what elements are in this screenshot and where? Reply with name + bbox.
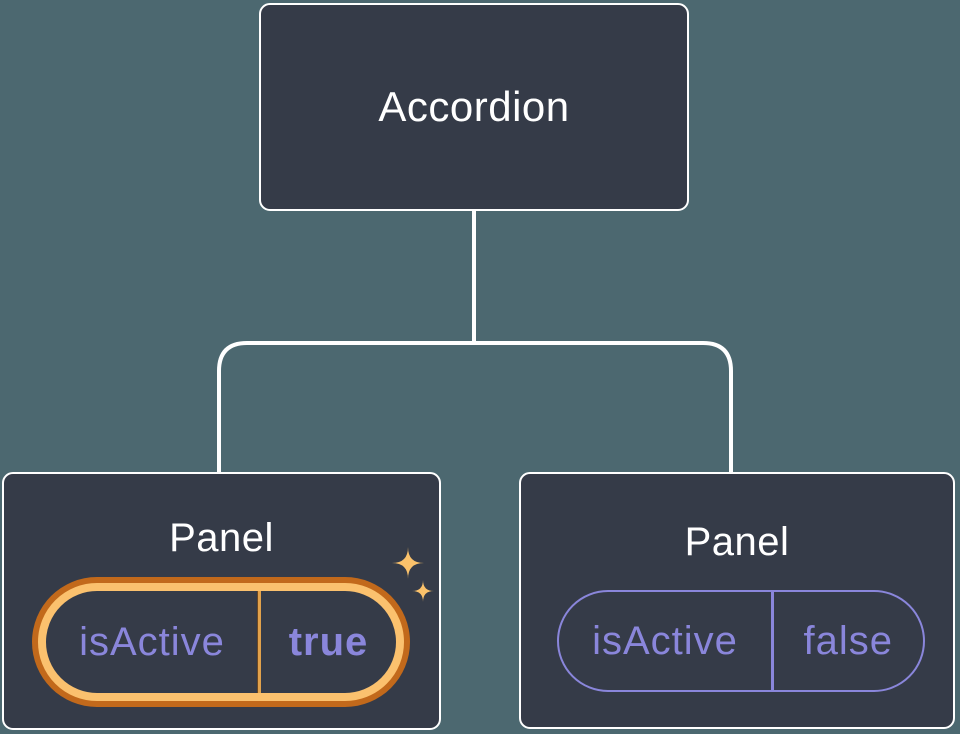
sparkle-small (412, 580, 434, 602)
panel-inactive-label: Panel (684, 520, 790, 564)
accordion-label: Accordion (378, 83, 570, 130)
pill-divider-inactive (771, 592, 774, 690)
state-key-active: isActive (79, 620, 225, 664)
connector-branch (217, 341, 733, 474)
sparkles-icon (392, 547, 434, 602)
state-value-active: true (288, 620, 369, 664)
panel-node-active: Panel isActive true (2, 472, 441, 730)
state-key-inactive: isActive (592, 619, 738, 663)
accordion-node: Accordion (259, 3, 689, 211)
state-pill-inactive: isActive false (557, 590, 925, 692)
pill-divider-active (258, 591, 261, 693)
state-value-inactive: false (803, 619, 893, 663)
sparkle-large (392, 547, 424, 579)
panel-active-label: Panel (169, 516, 274, 560)
panel-node-inactive: Panel isActive false (519, 472, 955, 729)
state-pill-active: isActive true (38, 583, 404, 701)
